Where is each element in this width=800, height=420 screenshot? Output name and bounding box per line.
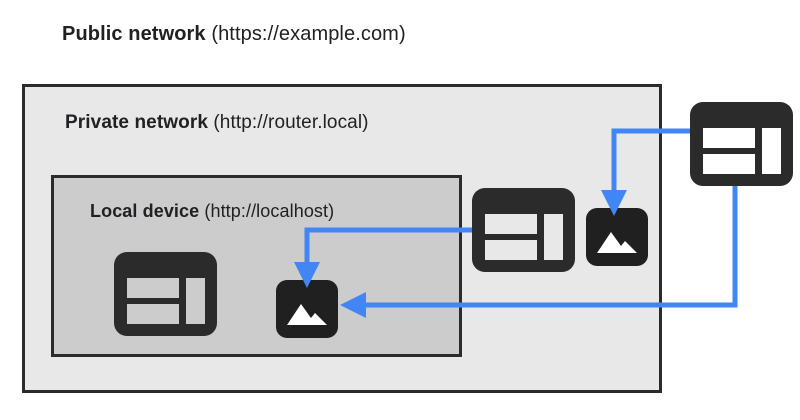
public-network-label-url: (https://example.com) bbox=[205, 23, 406, 45]
local-device-label-url: (http://localhost) bbox=[199, 201, 335, 221]
private-network-label-strong: Private network bbox=[65, 112, 208, 133]
public-network-label-strong: Public network bbox=[62, 23, 206, 45]
browser-window-icon-local-device bbox=[114, 252, 217, 336]
private-network-label: Private network (http://router.local) bbox=[65, 113, 369, 132]
browser-window-icon-public-network bbox=[690, 102, 793, 186]
zone-local-device: Local device (http://localhost) bbox=[51, 175, 462, 357]
image-icon-local-device bbox=[276, 280, 338, 338]
image-icon-private-network bbox=[586, 208, 648, 266]
private-network-label-url: (http://router.local) bbox=[208, 112, 369, 133]
local-device-label-strong: Local device bbox=[90, 201, 200, 221]
browser-window-icon-private-network bbox=[472, 188, 575, 272]
local-device-label: Local device (http://localhost) bbox=[90, 202, 334, 220]
public-network-label: Public network (https://example.com) bbox=[62, 24, 406, 44]
